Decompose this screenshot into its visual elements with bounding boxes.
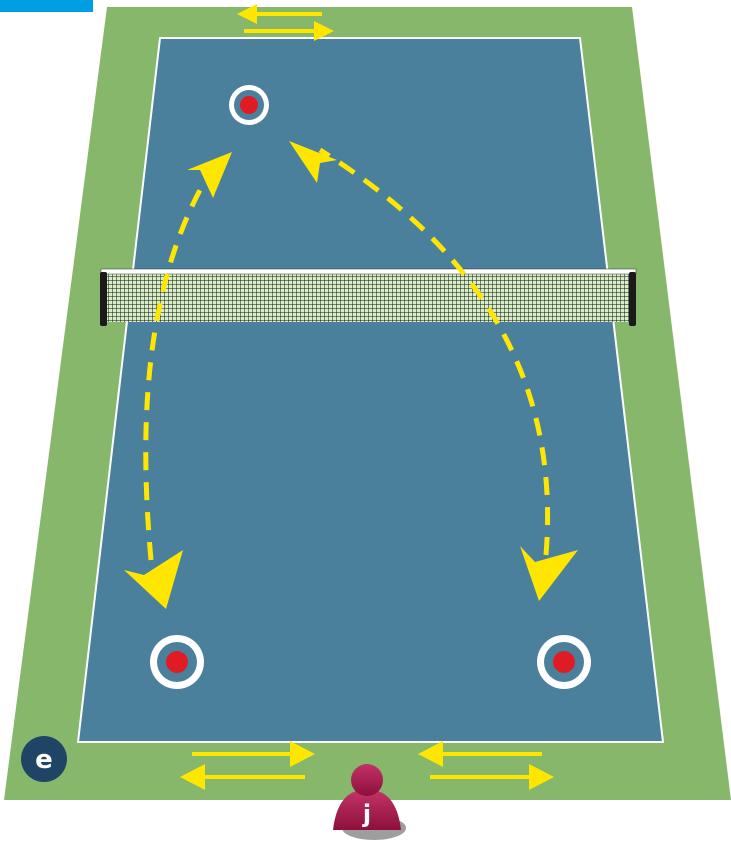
target-bottom-right [537, 635, 591, 689]
circle-badge: e [21, 736, 67, 782]
target-bottom-left [150, 635, 204, 689]
target-top [229, 85, 269, 125]
badge-letter: e [35, 745, 53, 775]
court-surface [78, 38, 663, 742]
tennis-net [100, 269, 636, 326]
net-post-right [629, 272, 636, 326]
net-post-left [100, 272, 107, 326]
player-letter: j [362, 800, 371, 828]
